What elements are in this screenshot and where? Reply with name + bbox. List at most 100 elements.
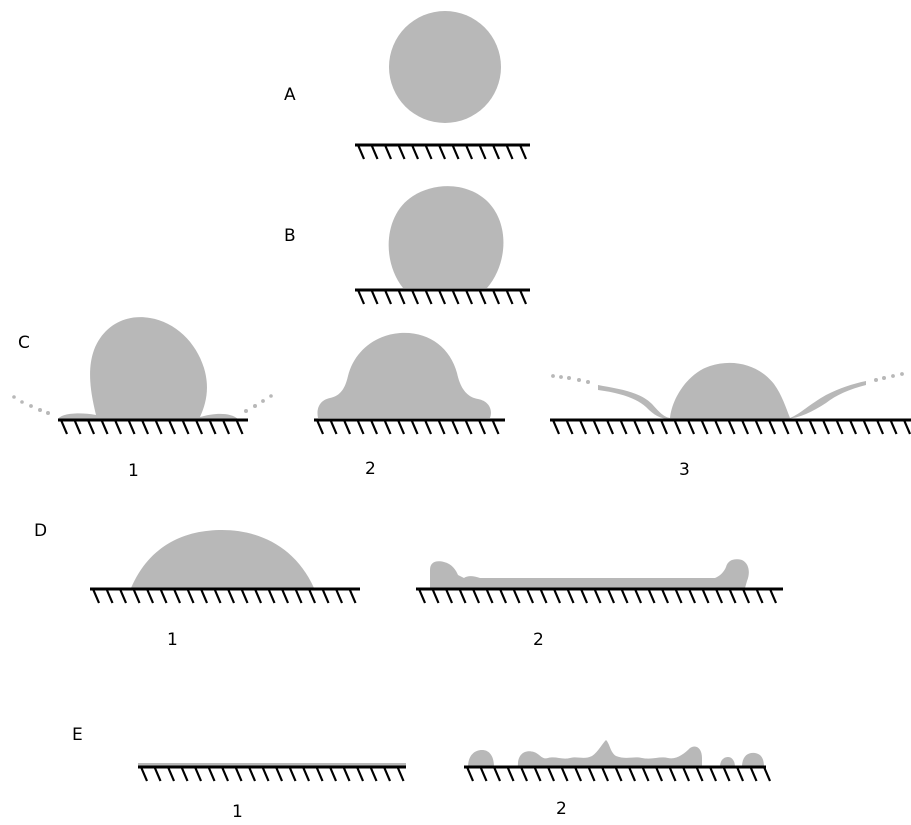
surface-hatch <box>166 766 176 782</box>
surface-hatch <box>762 766 772 782</box>
droplet-film-e1 <box>138 763 406 767</box>
surface-hatch <box>735 766 745 782</box>
surface-hatch <box>247 766 257 782</box>
surface-hatch <box>794 419 804 435</box>
surface-hatch <box>539 588 548 604</box>
surface-hatch <box>382 766 392 782</box>
surface-hatch <box>274 766 284 782</box>
surface-hatch <box>208 419 217 435</box>
sub-label-d2: 2 <box>533 630 544 650</box>
surface-hatch <box>593 588 602 604</box>
surface-hatch <box>437 289 447 305</box>
surface-hatch <box>605 419 615 435</box>
surface-hatch <box>668 766 677 782</box>
surface-hatch <box>253 588 263 604</box>
surface-hatch <box>512 588 521 604</box>
surface-hatch <box>573 766 583 782</box>
surface-hatch <box>701 588 710 604</box>
surface-hatch <box>641 766 650 782</box>
surface-hatch <box>700 419 709 435</box>
surface-hatch <box>396 766 405 782</box>
surface-hatch <box>348 588 357 604</box>
surface-hatch <box>261 766 270 782</box>
surface-hatch <box>186 588 195 604</box>
surface-hatch <box>740 419 750 435</box>
droplet-fragmented-e2-main <box>517 740 702 767</box>
panel-e2-graphic <box>464 740 772 782</box>
surface-hatch <box>437 419 446 435</box>
surface-hatch <box>437 144 447 160</box>
surface-hatch <box>587 766 596 782</box>
surface-hatch <box>153 766 162 782</box>
droplet-receding-d2 <box>430 559 749 588</box>
surface-hatch <box>329 419 338 435</box>
surface-hatch <box>551 419 561 435</box>
surface-hatch <box>383 289 393 305</box>
surface-hatch <box>321 588 330 604</box>
surface-hatch <box>181 419 190 435</box>
surface-hatch <box>397 144 406 160</box>
surface-hatch <box>105 588 114 604</box>
surface-hatch <box>180 766 189 782</box>
surface-hatch <box>695 766 704 782</box>
sub-label-d1: 1 <box>167 630 178 650</box>
surface-hatch <box>334 588 344 604</box>
surface-hatch <box>154 419 163 435</box>
surface-hatch <box>755 588 764 604</box>
panel-e1-graphic <box>138 763 406 782</box>
droplet-fragment-end-e2 <box>742 752 764 767</box>
surface-hatch <box>464 289 474 305</box>
droplet-spreading-c1 <box>58 317 238 419</box>
surface-hatch <box>681 766 691 782</box>
surface-hatch <box>172 588 182 604</box>
surface-hatch <box>91 588 101 604</box>
surface-hatch <box>267 588 276 604</box>
surface-hatch <box>444 588 454 604</box>
surface-hatch <box>465 766 475 782</box>
splash-droplets-c1 <box>12 394 273 415</box>
surface-hatch <box>59 419 69 435</box>
surface-d2 <box>416 587 783 604</box>
surface-hatch <box>294 588 303 604</box>
surface-hatch <box>889 419 898 435</box>
surface-hatch <box>713 419 723 435</box>
surface-hatch <box>167 419 177 435</box>
sub-label-e2: 2 <box>556 799 567 819</box>
droplet-falling <box>389 11 501 123</box>
surface-hatch <box>728 588 737 604</box>
surface-hatch <box>234 766 243 782</box>
surface-hatch <box>848 419 858 435</box>
surface-hatch <box>506 766 515 782</box>
surface-hatch <box>450 419 460 435</box>
surface-hatch <box>315 419 325 435</box>
surface-hatch <box>606 588 616 604</box>
surface-hatch <box>383 419 392 435</box>
surface-hatch <box>491 144 501 160</box>
surface-hatch <box>396 419 406 435</box>
surface-hatch <box>118 588 128 604</box>
surface-b <box>355 288 530 305</box>
surface-hatch <box>592 419 601 435</box>
surface-hatch <box>207 766 216 782</box>
surface-hatch <box>86 419 96 435</box>
surface-hatch <box>159 588 168 604</box>
droplet-spreading-c3 <box>598 362 866 419</box>
surface-hatch <box>328 766 338 782</box>
surface-hatch <box>808 419 817 435</box>
surface-hatch <box>646 419 655 435</box>
surface-hatch <box>492 766 502 782</box>
surface-hatch <box>686 419 696 435</box>
surface-hatch <box>627 766 637 782</box>
surface-hatch <box>600 766 610 782</box>
surface-a <box>355 143 530 160</box>
panel-d1-graphic <box>90 530 360 604</box>
surface-hatch <box>342 419 352 435</box>
surface-hatch <box>687 588 697 604</box>
surface-hatch <box>708 766 718 782</box>
droplet-fragmented-e2 <box>468 750 494 767</box>
panel-c3-graphic <box>550 362 911 435</box>
surface-hatch <box>356 144 366 160</box>
surface-hatch <box>875 419 885 435</box>
panel-label-c: C <box>18 333 30 353</box>
